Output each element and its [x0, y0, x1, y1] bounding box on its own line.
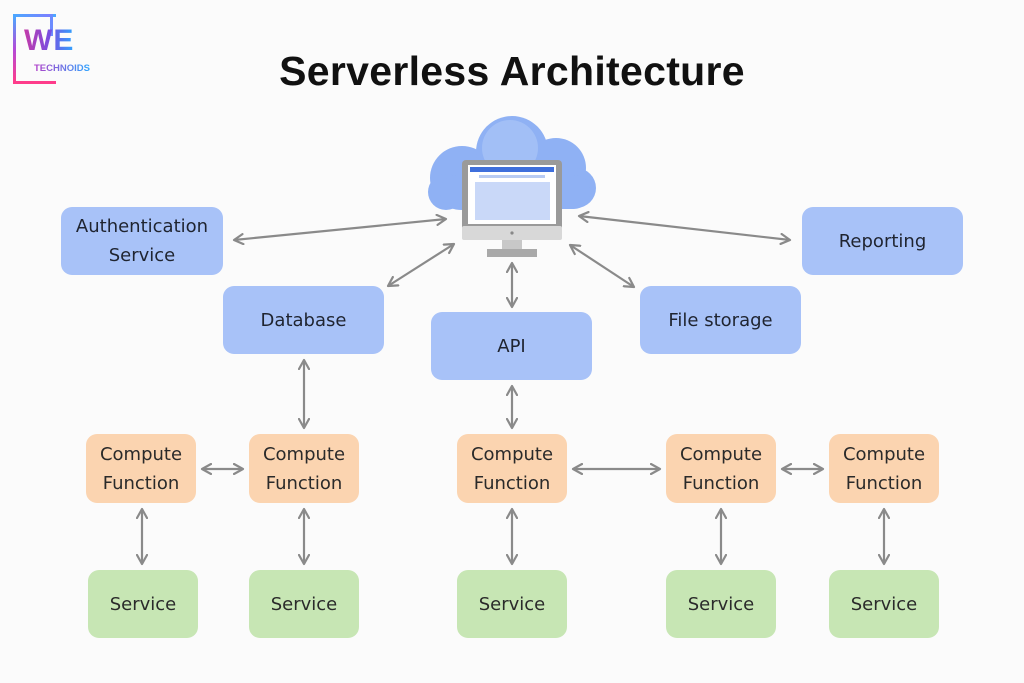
node-database[interactable]: Database [223, 286, 384, 354]
logo-frame-right [50, 14, 53, 36]
arrow-hub-database [388, 244, 454, 286]
node-service-1[interactable]: Service [88, 570, 198, 638]
arrow-hub-auth [234, 219, 446, 240]
node-file-storage[interactable]: File storage [640, 286, 801, 354]
diagram-title: Serverless Architecture [279, 48, 745, 94]
edges [142, 216, 884, 564]
logo-frame-top [13, 14, 53, 17]
node-service-5[interactable]: Service [829, 570, 939, 638]
arrow-hub-file_storage [570, 245, 634, 287]
node-service-3[interactable]: Service [457, 570, 567, 638]
logo-subtitle: TECHNOIDS [34, 63, 90, 74]
node-reporting[interactable]: Reporting [802, 207, 963, 275]
node-api[interactable]: API [431, 312, 592, 380]
node-service-4[interactable]: Service [666, 570, 776, 638]
node-service-2[interactable]: Service [249, 570, 359, 638]
logo-mark: WE [24, 24, 75, 57]
logo: WE TECHNOIDS [10, 12, 90, 84]
arrow-hub-reporting [579, 216, 790, 240]
monitor-icon [462, 160, 562, 257]
